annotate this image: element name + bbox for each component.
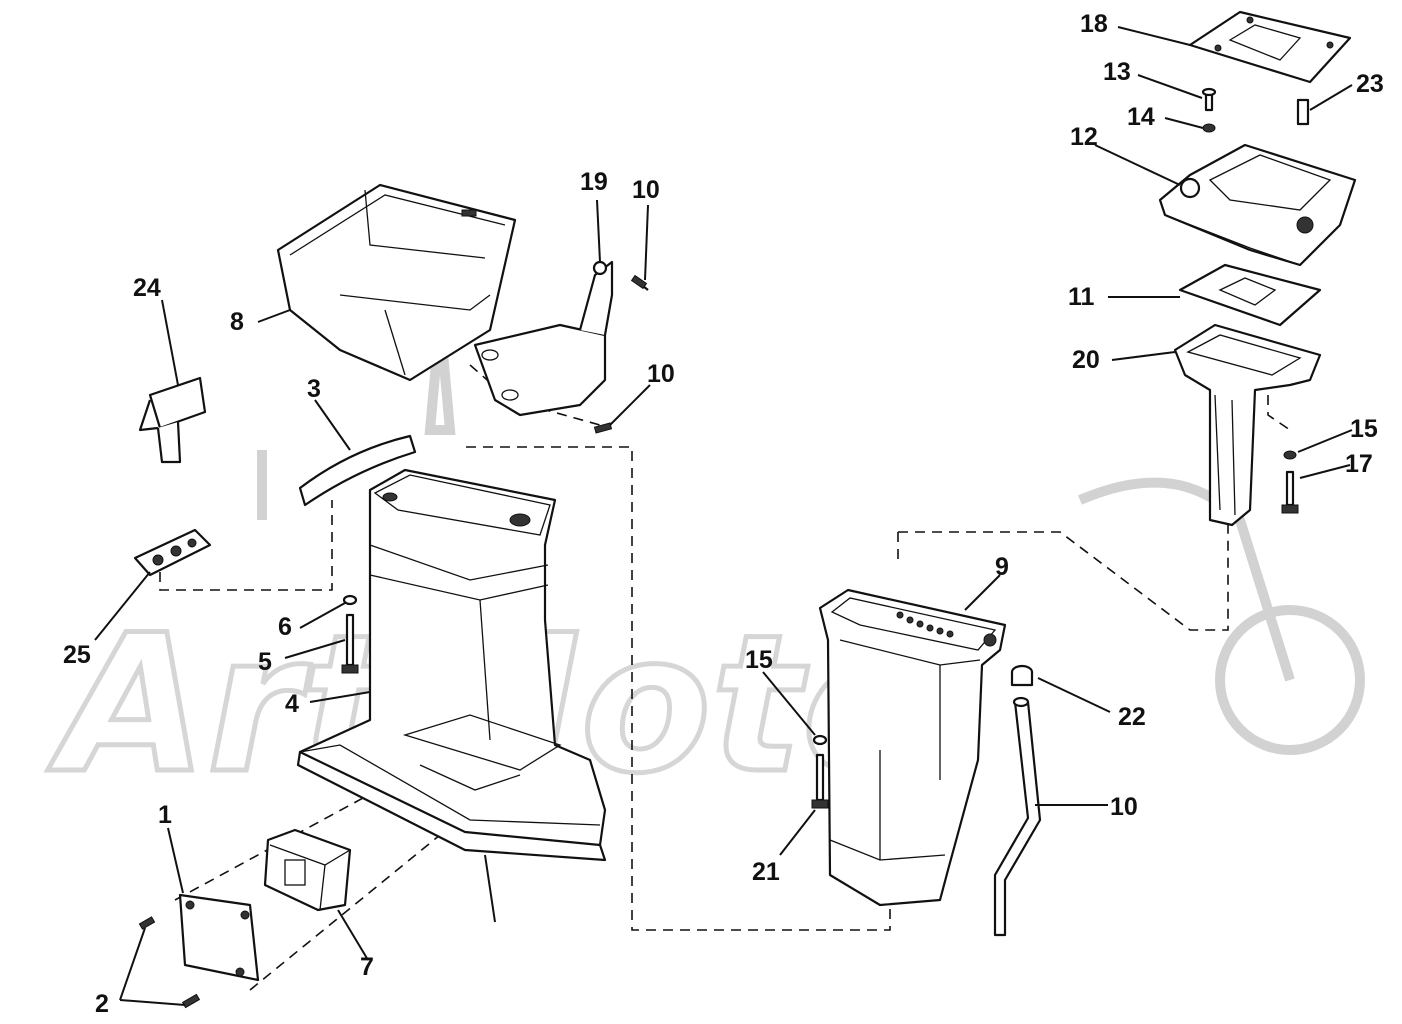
- callout-15-top: 14: [1127, 103, 1155, 131]
- watermark-skyline: [257, 319, 456, 520]
- callout-18: 19: [580, 168, 608, 196]
- part-2-screws: [138, 916, 201, 1009]
- callout-15-right: 15: [1350, 415, 1378, 443]
- callout-22: 23: [1356, 70, 1384, 98]
- callout-24: 25: [63, 641, 91, 669]
- part-3-strip: [298, 434, 417, 507]
- part-18-bracket: [473, 260, 614, 417]
- part-10-screws: [593, 274, 649, 434]
- callout-17: 18: [1080, 10, 1108, 38]
- callout-10-bottom: 10: [647, 360, 675, 388]
- part-15-16-bolt: [1281, 450, 1299, 514]
- part-9-exhaust-tube: [818, 588, 1007, 907]
- callout-11: 10: [1110, 793, 1138, 821]
- part-8-upper-cover: [276, 183, 517, 382]
- callout-13: 12: [1070, 123, 1098, 151]
- callout-5: 5: [258, 648, 272, 676]
- part-1-cover-plate: [178, 893, 260, 982]
- watermark-wheel: [1215, 605, 1365, 755]
- part-19-midsection: [1173, 323, 1322, 527]
- part-11-water-tube: [993, 696, 1042, 937]
- callout-8: 8: [230, 308, 244, 336]
- part-15-20-bolt: [811, 734, 829, 809]
- part-4-exhaust-housing: [296, 468, 607, 862]
- part-5-6-bolt: [341, 594, 359, 674]
- callout-2: 2: [95, 990, 109, 1018]
- callout-4: 4: [285, 690, 299, 718]
- part-23-clip: [138, 376, 207, 464]
- callout-6: 6: [278, 613, 292, 641]
- part-21-grommet: [1010, 664, 1034, 687]
- callout-21: 22: [1118, 703, 1146, 731]
- callout-7: 7: [360, 953, 374, 981]
- callout-10-top: 10: [632, 176, 660, 204]
- callout-14: 13: [1103, 58, 1131, 86]
- callout-12: 11: [1068, 283, 1095, 311]
- watermark: ArtMoto: [45, 319, 1365, 818]
- callouts: 18 13 14 23 12 11 20 15 17 19 10 10 8 24…: [63, 10, 1384, 1018]
- callout-20: 21: [752, 858, 780, 886]
- callout-15-mid: 15: [745, 646, 773, 674]
- callout-1: 1: [158, 801, 172, 829]
- part-14-15-22-hardware: [1201, 87, 1310, 133]
- leader-lines: [94, 26, 1353, 1006]
- callout-16: 17: [1345, 450, 1373, 478]
- watermark-bike: [1078, 477, 1295, 682]
- callout-23: 24: [133, 274, 161, 302]
- part-24-plate: [133, 528, 212, 577]
- callout-19: 20: [1072, 346, 1100, 374]
- part-17-gasket: [1188, 10, 1352, 84]
- callout-3: 3: [307, 375, 321, 403]
- part-7-block: [263, 828, 352, 912]
- part-13-adapter: [1158, 143, 1357, 267]
- part-12-gasket: [1178, 263, 1322, 327]
- callout-9: 9: [995, 553, 1009, 581]
